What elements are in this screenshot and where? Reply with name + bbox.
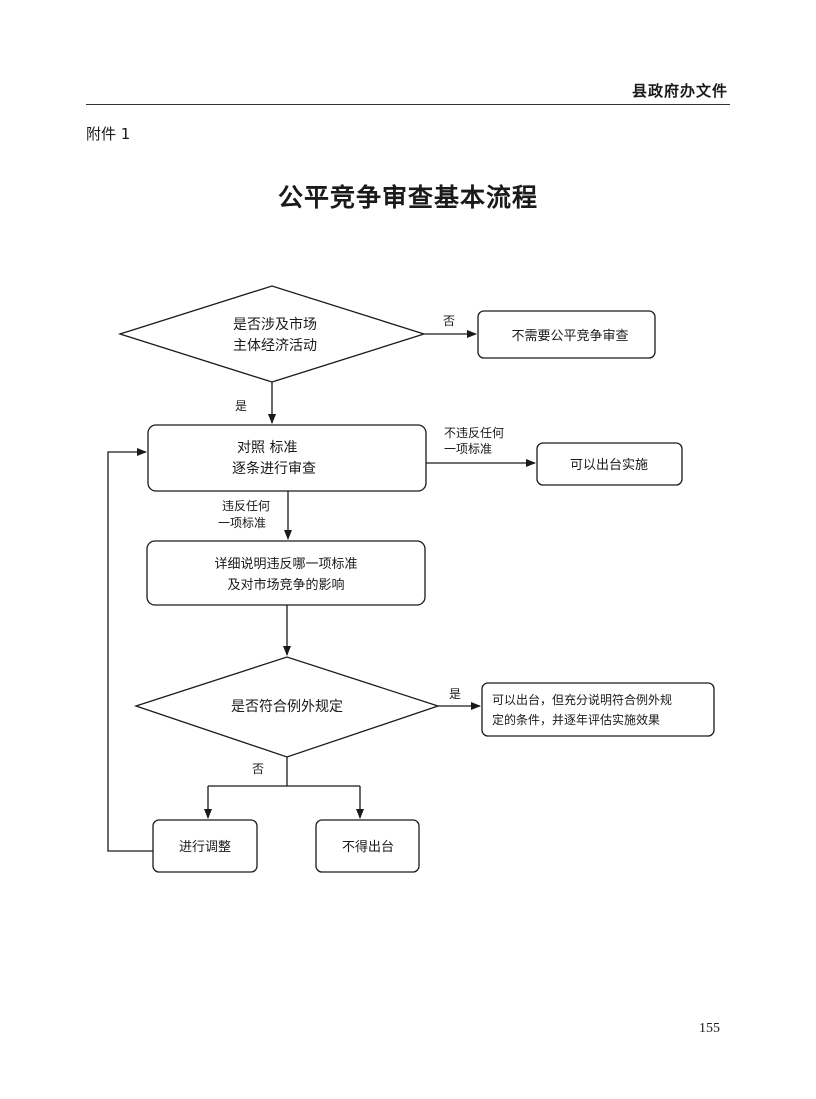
no-review-label: 不需要公平竞争审查 <box>511 328 628 344</box>
exception-line1: 可以出台，但充分说明符合例外规 <box>492 692 672 707</box>
can-issue-box: 可以出台实施 <box>536 442 683 486</box>
edge-no-label-1: 否 <box>443 314 455 328</box>
review-line2: 逐条进行审查 <box>232 460 316 477</box>
edge-no-label-2: 否 <box>252 762 264 776</box>
exception-box: 可以出台，但充分说明符合例外规 定的条件，并逐年评估实施效果 <box>481 682 715 737</box>
cannot-issue-label: 不得出台 <box>342 839 394 855</box>
edge-violate-line1: 违反任何 <box>222 499 270 513</box>
header-title: 县政府办文件 <box>631 82 728 100</box>
header-divider <box>86 104 730 105</box>
adjust-box: 进行调整 <box>152 819 258 873</box>
explain-box: 详细说明违反哪一项标准 及对市场竞争的影响 <box>146 540 426 606</box>
attachment-label: 附件 1 <box>86 125 131 143</box>
decision-market-activity-line1: 是否涉及市场 <box>233 316 317 333</box>
cannot-issue-box: 不得出台 <box>315 819 420 873</box>
edge-not-violate-line2: 一项标准 <box>444 442 492 456</box>
edge-not-violate-line1: 不违反任何 <box>444 426 504 440</box>
document-title: 公平竞争审查基本流程 <box>277 183 538 212</box>
review-line1: 对照 标准 <box>237 440 297 456</box>
exception-line2: 定的条件，并逐年评估实施效果 <box>492 712 660 727</box>
edge-yes-label-1: 是 <box>235 399 247 413</box>
decision-market-activity: 是否涉及市场 主体经济活动 <box>117 285 427 383</box>
decision-exception: 是否符合例外规定 <box>133 656 441 758</box>
adjust-label: 进行调整 <box>179 840 231 855</box>
page-number: 155 <box>699 1021 720 1036</box>
decision-market-activity-line2: 主体经济活动 <box>233 338 317 354</box>
explain-line1: 详细说明违反哪一项标准 <box>214 557 357 572</box>
edge-yes-label-2: 是 <box>449 687 461 701</box>
no-review-box: 不需要公平竞争审查 <box>477 310 656 359</box>
review-box: 对照 标准 逐条进行审查 <box>147 424 427 492</box>
explain-line2: 及对市场竞争的影响 <box>227 577 344 593</box>
edge-loop-back <box>107 448 153 852</box>
edge-violate-line2: 一项标准 <box>218 516 266 530</box>
can-issue-label: 可以出台实施 <box>570 458 648 473</box>
decision-exception-label: 是否符合例外规定 <box>231 699 343 715</box>
